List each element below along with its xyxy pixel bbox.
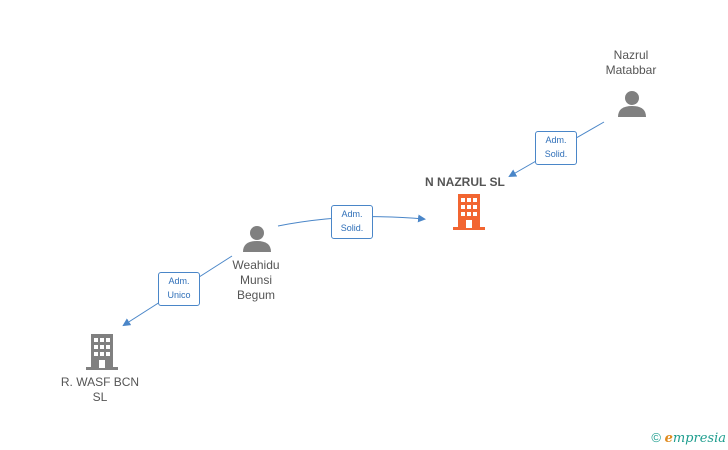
person-label-nazrul: Nazrul Matabbar [605,48,657,77]
copyright-icon: © [651,430,661,445]
edge-label-weahidu-to-wasf[interactable]: Adm. Unico [158,272,200,306]
building-icon[interactable] [86,334,118,370]
person-icon[interactable] [242,224,272,252]
company-label-main: N NAZRUL SL [425,175,505,189]
edge-label-weahidu-to-main[interactable]: Adm. Solid. [331,205,373,239]
brand-logo-text: mpresia [672,431,726,446]
company-label-wasf: R. WASF BCN SL [60,375,140,404]
building-icon-main[interactable] [453,194,485,230]
brand-logo-initial: e [664,431,673,446]
empresia-watermark: © empresia [651,430,726,446]
edge-label-nazrul-to-main[interactable]: Adm. Solid. [535,131,577,165]
person-label-weahidu: Weahidu Munsi Begum [232,258,280,302]
person-icon[interactable] [617,89,647,117]
